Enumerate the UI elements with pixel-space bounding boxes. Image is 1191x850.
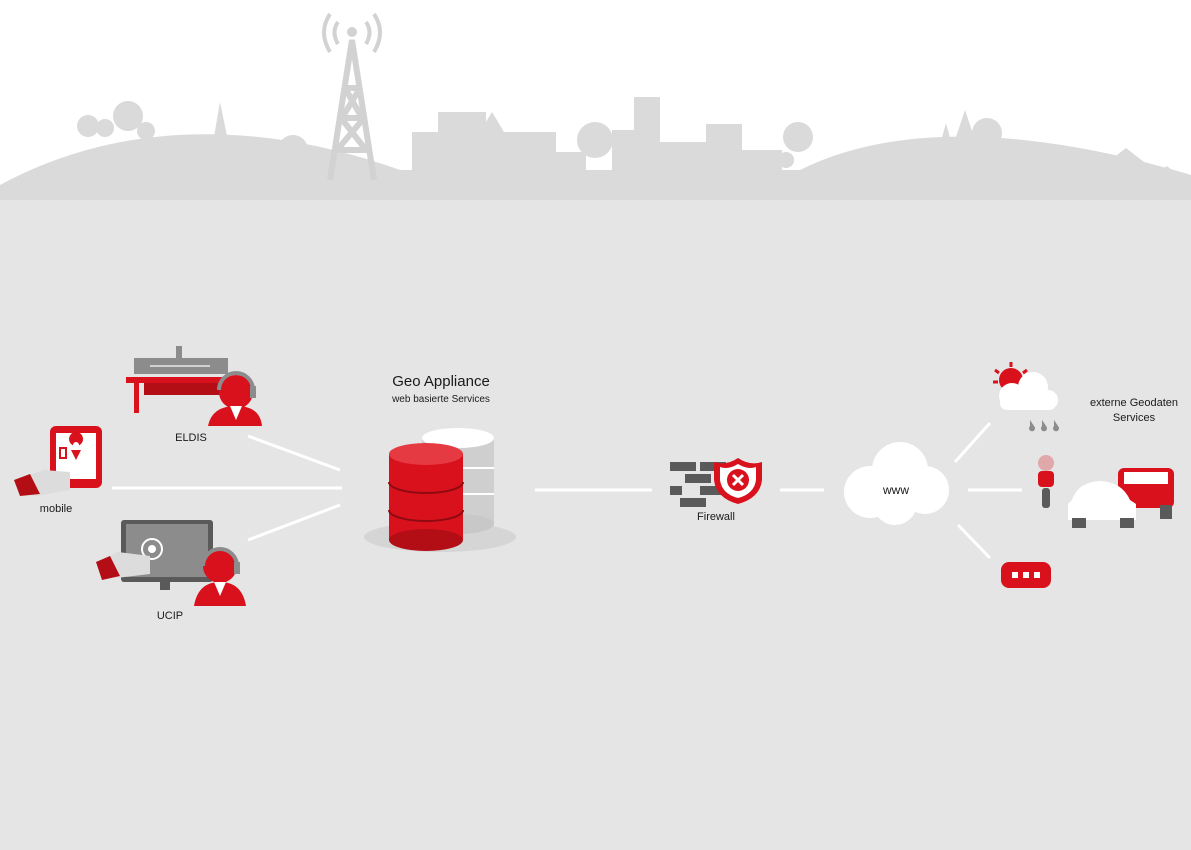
connector-weather: [953, 421, 992, 464]
external-services-label-line1: externe Geodaten: [1089, 397, 1179, 409]
connector-ucip: [247, 503, 341, 542]
tablet-hand-icon: [14, 426, 102, 496]
geo-appliance-title: Geo Appliance: [392, 373, 490, 390]
dispatcher-desk-icon: [126, 346, 262, 426]
city-skyline-illustration: [0, 12, 1191, 200]
mobile-label: mobile: [39, 503, 73, 515]
monitor-operator-icon: [96, 520, 246, 606]
cloud-icon: [844, 442, 949, 525]
chat-bubble-icon: [1001, 562, 1051, 588]
firewall-shield-icon: [670, 458, 762, 507]
external-services-label-line2: Services: [1112, 412, 1156, 424]
www-label: www: [883, 483, 909, 497]
connector-eldis: [247, 434, 341, 472]
diagram-background: [0, 185, 1191, 850]
firewall-label: Firewall: [697, 511, 735, 523]
eldis-label: ELDIS: [175, 432, 207, 444]
radio-tower-icon: [322, 12, 382, 181]
connector-chat: [956, 523, 992, 560]
ucip-label: UCIP: [156, 610, 184, 622]
connector-lines: [112, 421, 1022, 560]
database-stack-icon: [364, 428, 516, 552]
weather-icon: [993, 362, 1059, 432]
geo-appliance-subtitle: web basierte Services: [392, 394, 490, 405]
traffic-icon: [1038, 455, 1174, 528]
